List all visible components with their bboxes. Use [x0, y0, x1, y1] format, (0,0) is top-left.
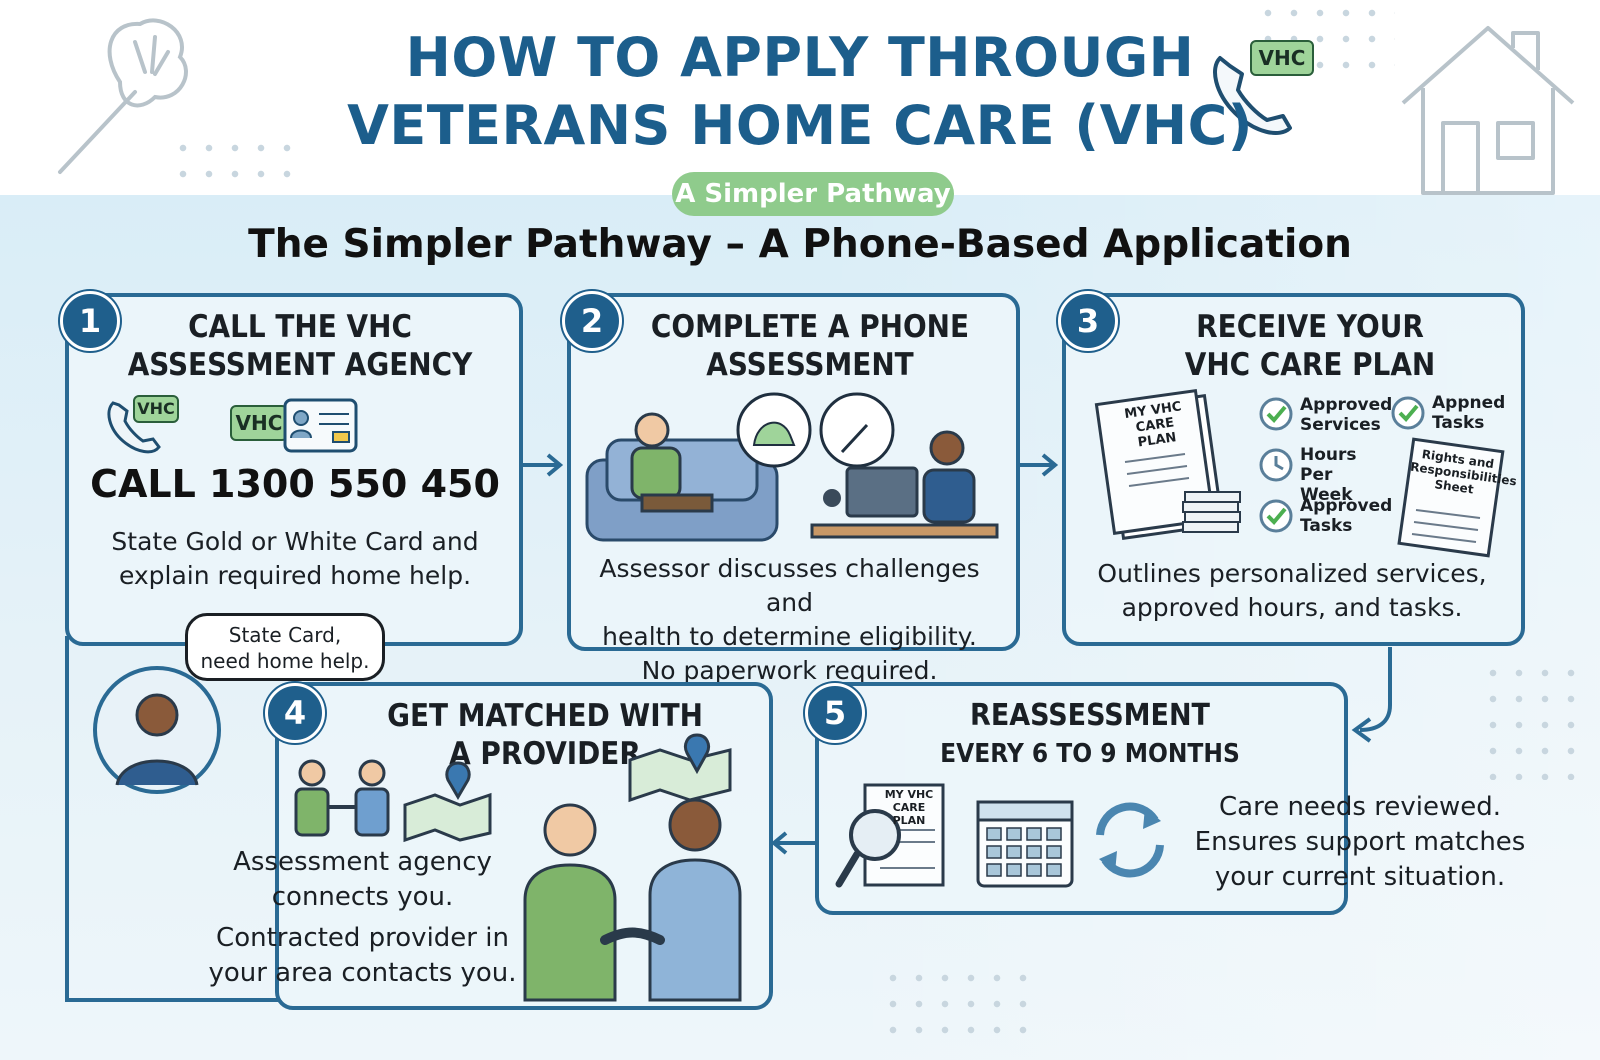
- decor-dots-right: [1480, 660, 1590, 780]
- step-4-description: Assessment agency connects you. Contract…: [200, 845, 525, 991]
- step-4-text-line-2: connects you.: [271, 882, 454, 912]
- step-4-title: GET MATCHED WITH A PROVIDER: [345, 697, 745, 773]
- page-title: HOW TO APPLY THROUGH VETERANS HOME CARE …: [0, 0, 1600, 170]
- step-2-text-line-2: health to determine eligibility.: [602, 622, 977, 651]
- step-1-description: State Gold or White Card and explain req…: [80, 525, 510, 593]
- check-icon: [1259, 397, 1293, 431]
- id-card-icon: [283, 398, 358, 453]
- step-5-title-line-2: EVERY 6 TO 9 MONTHS: [940, 739, 1240, 769]
- step-4-number: 4: [265, 683, 325, 743]
- step-4-title-line-2: A PROVIDER: [449, 736, 641, 772]
- reassessment-doc-label: MY VHC CARE PLAN: [884, 788, 934, 827]
- step-4-text-line-4: your area contacts you.: [208, 958, 517, 988]
- step-4-title-line-1: GET MATCHED WITH: [387, 698, 703, 734]
- check-icon: [1391, 396, 1425, 430]
- step-5-text-line-3: your current situation.: [1214, 862, 1506, 892]
- arrow-right-icon: [1017, 453, 1059, 477]
- step-3-text-line-1: Outlines personalized services,: [1097, 559, 1487, 588]
- step-4-text-line-1: Assessment agency: [233, 847, 492, 877]
- arrow-right-icon: [522, 453, 564, 477]
- speech-bubble: State Card, need home help.: [185, 613, 385, 681]
- veteran-handshake-illustration: [523, 798, 742, 1002]
- handshake-map-icon: [294, 759, 492, 843]
- step-5-description: Care needs reviewed. Ensures support mat…: [1185, 790, 1535, 895]
- step-3-number: 3: [1058, 291, 1118, 351]
- step-1-title-line-2: ASSESSMENT AGENCY: [127, 347, 473, 383]
- flow-connector-line: [65, 636, 69, 1002]
- feather-duster-icon: [58, 18, 188, 174]
- rights-sheet-document-icon: [1397, 437, 1505, 558]
- step-3-title-line-1: RECEIVE YOUR: [1196, 309, 1424, 345]
- step-2-number: 2: [562, 291, 622, 351]
- title-line-1: HOW TO APPLY THROUGH: [405, 26, 1195, 89]
- magnifier-document-icon: [835, 783, 945, 888]
- phone-icon: [1213, 56, 1292, 135]
- step-5-text-line-2: Ensures support matches: [1194, 827, 1526, 857]
- step-1-vhc-tag: VHC: [133, 395, 179, 423]
- flow-connector-bottom: [65, 998, 280, 1002]
- step-1-text-line-1: State Gold or White Card and: [111, 527, 479, 556]
- arrow-left-icon: [770, 831, 816, 855]
- step-1-text-line-2: explain required home help.: [118, 561, 472, 590]
- step-1-title: CALL THE VHC ASSESSMENT AGENCY: [90, 308, 510, 384]
- refresh-cycle-icon: [1096, 802, 1164, 878]
- header-vhc-badge: VHC: [1250, 40, 1314, 76]
- speech-bubble-line-2: need home help.: [200, 649, 370, 673]
- step-5-title: REASSESSMENT EVERY 6 TO 9 MONTHS: [880, 697, 1300, 773]
- approved-services-label: Approved Services: [1300, 395, 1393, 435]
- decor-dots-left: [170, 135, 300, 185]
- step-2-description: Assessor discusses challenges and health…: [572, 552, 1007, 688]
- house-outline-icon: [1401, 26, 1575, 195]
- appned-tasks-label: Appned Tasks: [1432, 393, 1506, 433]
- step-2-text-line-3: No paperwork required.: [641, 656, 938, 685]
- step-1-card: [65, 293, 523, 646]
- clock-icon: [1259, 448, 1293, 482]
- hours-per-week-label: Hours Per Week: [1300, 445, 1357, 505]
- step-5-number: 5: [805, 683, 865, 743]
- veteran-on-phone-illustration: [585, 392, 999, 542]
- approved-tasks-label: Approved Tasks: [1300, 496, 1393, 536]
- step-3-title-line-2: VHC CARE PLAN: [1184, 347, 1436, 383]
- step-1-title-line-1: CALL THE VHC: [188, 309, 412, 345]
- care-plan-document-icon: [1094, 388, 1241, 541]
- step-1-card-vhc-tag: VHC: [230, 405, 288, 441]
- step-2-title-line-2: ASSESSMENT: [706, 347, 914, 383]
- decor-dots-bottom: [880, 965, 1040, 1045]
- map-pin-icon: [628, 733, 732, 803]
- check-icon: [1259, 499, 1293, 533]
- step-5-text-line-1: Care needs reviewed.: [1218, 792, 1501, 822]
- step-2-title-line-1: COMPLETE A PHONE: [650, 309, 970, 345]
- section-subtitle: The Simpler Pathway – A Phone-Based Appl…: [248, 222, 1352, 267]
- calendar-icon: [976, 800, 1074, 888]
- step-2-text-line-1: Assessor discusses challenges and: [599, 554, 980, 617]
- step-1-number: 1: [60, 291, 120, 351]
- caller-avatar: [93, 666, 221, 794]
- step-4-text-line-3: Contracted provider in: [216, 923, 509, 953]
- call-phone-number[interactable]: CALL 1300 550 450: [90, 462, 500, 506]
- pathway-pill: A Simpler Pathway: [672, 172, 954, 216]
- arrow-down-left-icon: [1351, 647, 1392, 743]
- phone-icon: [107, 401, 161, 454]
- step-3-title: RECEIVE YOUR VHC CARE PLAN: [1110, 308, 1510, 384]
- step-3-text-line-2: approved hours, and tasks.: [1121, 593, 1463, 622]
- speech-bubble-line-1: State Card,: [228, 623, 342, 647]
- step-3-description: Outlines personalized services, approved…: [1072, 557, 1512, 625]
- step-5-title-line-1: REASSESSMENT: [970, 698, 1210, 733]
- title-line-2: VETERANS HOME CARE (VHC): [347, 94, 1253, 157]
- step-2-title: COMPLETE A PHONE ASSESSMENT: [615, 308, 1005, 384]
